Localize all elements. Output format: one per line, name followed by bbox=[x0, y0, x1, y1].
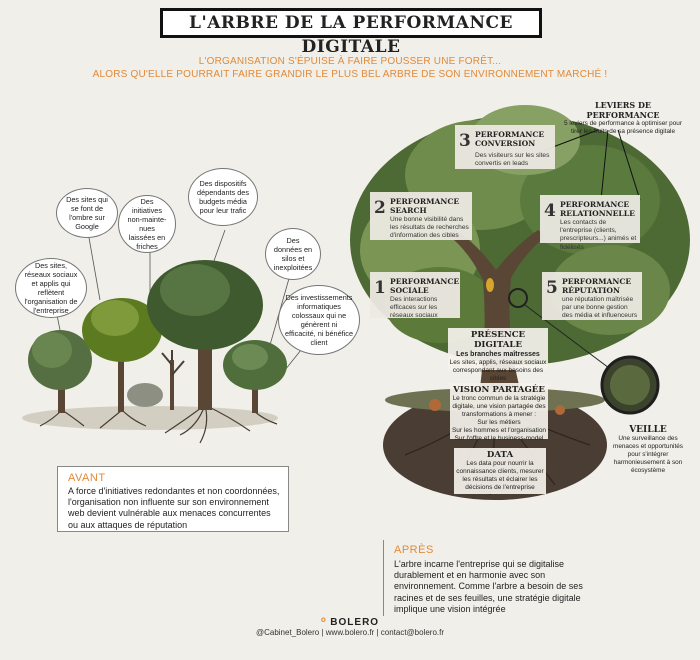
data-text: Les data pour nourrir la connaissance cl… bbox=[456, 460, 544, 491]
dead-tree bbox=[161, 350, 185, 376]
footer-contact: @Cabinet_Bolero | www.bolero.fr | contac… bbox=[255, 628, 445, 637]
brand-name: BOLERO bbox=[330, 617, 380, 628]
card-text: Des interactions efficaces sur les résea… bbox=[390, 296, 438, 320]
card-num: 4 bbox=[544, 201, 556, 221]
apres-label: APRÈS bbox=[394, 544, 434, 556]
card-text: une réputation maîtrisée par une bonne g… bbox=[562, 296, 638, 320]
avant-label: AVANT bbox=[68, 472, 106, 484]
presence-text: Les sites, applis, réseaux sociaux corre… bbox=[449, 359, 547, 382]
data-block: DATA Les data pour nourrir la connaissan… bbox=[454, 448, 546, 494]
card-performance-conversion: 3 PERFORMANCE CONVERSION Des visiteurs s… bbox=[455, 125, 555, 169]
card-title: PERFORMANCE RÉPUTATION bbox=[562, 277, 632, 295]
mushroom-icon-2 bbox=[555, 405, 565, 415]
page-title: L'ARBRE DE LA PERFORMANCE DIGITALE bbox=[160, 8, 542, 57]
card-performance-reputation: 5 PERFORMANCE RÉPUTATION une réputation … bbox=[542, 272, 642, 320]
card-num: 3 bbox=[459, 131, 471, 151]
vision-text-4: Sur l'offre et le business-model bbox=[454, 435, 544, 442]
card-num: 2 bbox=[374, 198, 386, 218]
avant-box: AVANT A force d'initiatives redondantes … bbox=[57, 466, 289, 532]
card-title: PERFORMANCE RELATIONNELLE bbox=[560, 200, 635, 218]
veille-block: VEILLE Une surveillance des menaces et o… bbox=[612, 425, 684, 475]
card-text: Des visiteurs sur les sites convertis en… bbox=[475, 152, 550, 168]
veille-text: Une surveillance des menaces et opportun… bbox=[613, 435, 683, 474]
bubble-organisation: Des sites, réseaux sociaux et applis qui… bbox=[15, 258, 87, 318]
card-text: Les contacts de l'entreprise (clients, p… bbox=[560, 219, 637, 251]
subtitle: L'ORGANISATION S'ÉPUISE À FAIRE POUSSER … bbox=[80, 55, 620, 81]
card-num: 5 bbox=[546, 278, 558, 298]
levers-title: LEVIERS DE PERFORMANCE bbox=[586, 100, 660, 120]
bubble-shadow-google: Des sites qui se font de l'ombre sur Goo… bbox=[56, 188, 118, 238]
data-title: DATA bbox=[486, 450, 514, 460]
presence-sub: Les branches maîtresses bbox=[456, 351, 540, 358]
bubble-silos: Des données en silos et inexploitées bbox=[265, 228, 321, 280]
forest-foliage bbox=[28, 260, 287, 407]
presence-title: PRÉSENCE DIGITALE bbox=[470, 330, 526, 350]
card-performance-relationnelle: 4 PERFORMANCE RELATIONNELLE Les contacts… bbox=[540, 195, 640, 251]
vision-partagee-block: VISION PARTAGÉE Le tronc commun de la st… bbox=[450, 383, 548, 442]
apres-box: APRÈS L'arbre incarne l'entreprise qui s… bbox=[383, 540, 615, 616]
brand-logo-icon: ᵒ bbox=[320, 614, 326, 628]
big-tree-soil bbox=[383, 390, 607, 500]
card-text: Une bonne visibilité dans les résultats … bbox=[390, 216, 469, 240]
big-tree-trunk bbox=[448, 230, 546, 400]
card-performance-search: 2 PERFORMANCE SEARCH Une bonne visibilit… bbox=[370, 192, 472, 240]
subtitle-line-2: ALORS QU'ELLE POURRAIT FAIRE GRANDIR LE … bbox=[92, 69, 608, 80]
magnifier-small-icon bbox=[508, 288, 528, 308]
card-title: PERFORMANCE SOCIALE bbox=[390, 277, 460, 295]
levers-header: LEVIERS DE PERFORMANCE 5 leviers de perf… bbox=[558, 100, 688, 136]
vision-text-3: Sur les hommes et l'organisation bbox=[451, 427, 547, 434]
vision-text-2: Sur les métiers bbox=[477, 419, 521, 426]
bird-icon bbox=[486, 278, 494, 292]
mushroom-icon bbox=[429, 399, 441, 411]
apres-text: L'arbre incarne l'entreprise qui se digi… bbox=[394, 559, 583, 614]
bubble-budgets-media: Des dispositifs dépendants des budgets m… bbox=[188, 168, 258, 226]
levers-text: 5 leviers de performance à optimiser pou… bbox=[564, 120, 682, 135]
card-title: PERFORMANCE CONVERSION bbox=[475, 130, 545, 148]
card-num: 1 bbox=[374, 278, 386, 298]
card-title: PERFORMANCE SEARCH bbox=[390, 197, 460, 215]
brand-block: ᵒ BOLERO bbox=[260, 612, 440, 630]
avant-text: A force d'initiatives redondantes et non… bbox=[68, 486, 280, 530]
vision-title: VISION PARTAGÉE bbox=[453, 385, 545, 395]
veille-title: VEILLE bbox=[629, 425, 667, 435]
presence-digitale-block: PRÉSENCE DIGITALE Les branches maîtresse… bbox=[448, 328, 548, 382]
subtitle-line-1: L'ORGANISATION S'ÉPUISE À FAIRE POUSSER … bbox=[198, 56, 502, 67]
bubble-friches: Des initiatives non-mainte-nues laissées… bbox=[118, 195, 176, 253]
veille-lens bbox=[610, 365, 650, 405]
card-performance-sociale: 1 PERFORMANCE SOCIALE Des interactions e… bbox=[370, 272, 460, 320]
vision-text-1: Le tronc commun de la stratégie digitale… bbox=[452, 395, 546, 418]
bubble-investissements: Des investissements informatiques coloss… bbox=[278, 285, 360, 355]
forest-ground bbox=[22, 406, 278, 430]
